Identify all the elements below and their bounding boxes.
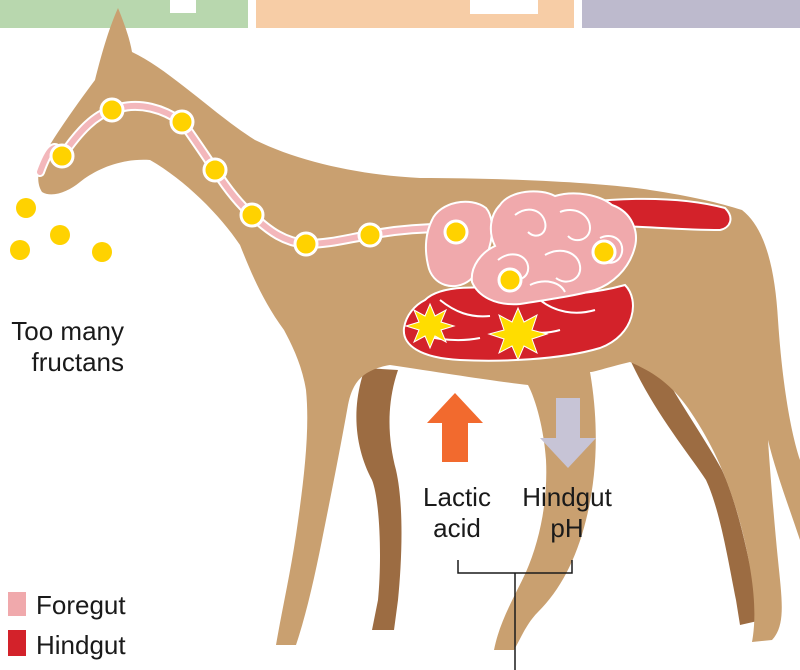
lactic-line1: Lactic xyxy=(412,482,502,513)
too-many-line1: Too many xyxy=(0,316,124,347)
hindgut-ph-line2: pH xyxy=(512,513,622,544)
top-bar-green-notch xyxy=(170,0,196,13)
label-lactic-acid: Lactic acid xyxy=(412,482,502,544)
legend-swatch-hindgut xyxy=(8,630,26,656)
arrow-up-icon xyxy=(427,393,483,462)
hindgut-ph-line1: Hindgut xyxy=(512,482,622,513)
legend-swatch-foregut xyxy=(8,592,26,616)
label-too-many-fructans: Too many fructans xyxy=(0,316,124,378)
too-many-line2: fructans xyxy=(0,347,124,378)
fructan-dots-outside xyxy=(10,198,112,262)
top-bar-lavender xyxy=(582,0,800,28)
label-hindgut-ph: Hindgut pH xyxy=(512,482,622,544)
legend-label-hindgut: Hindgut xyxy=(36,630,126,661)
lactic-line2: acid xyxy=(412,513,502,544)
legend-label-foregut: Foregut xyxy=(36,590,126,621)
top-bar-peach-notch xyxy=(470,0,538,14)
